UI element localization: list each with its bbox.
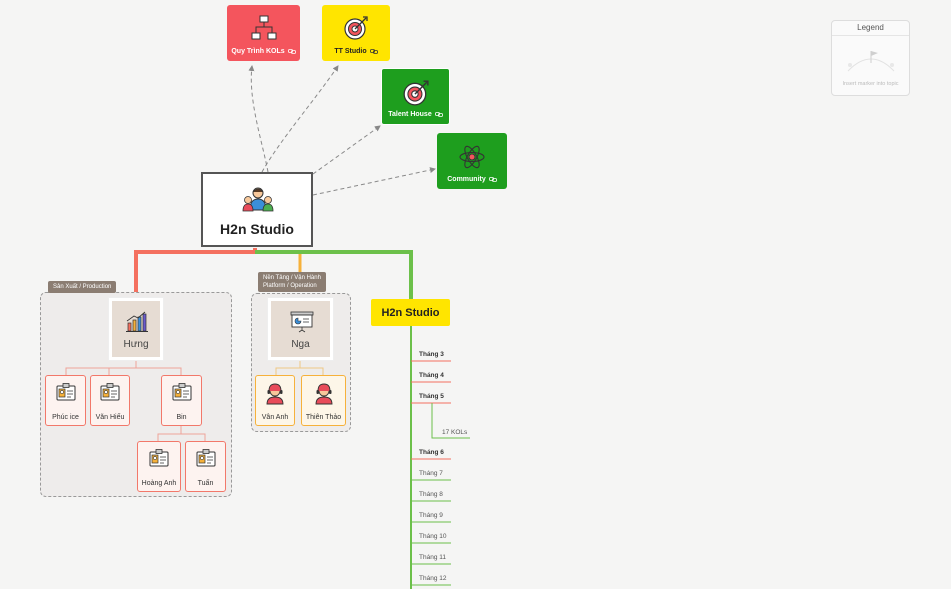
timeline-topic[interactable]: H2n Studio: [371, 299, 450, 326]
target-icon: [344, 16, 368, 40]
operation-lead-topic[interactable]: Nga: [268, 298, 333, 360]
member-label: Bin: [176, 414, 187, 421]
id-card-icon: [196, 449, 215, 467]
month-topic[interactable]: Tháng 4: [419, 372, 444, 379]
month-topic[interactable]: Tháng 12: [419, 575, 447, 582]
member-topic[interactable]: Vân Anh: [255, 375, 295, 426]
headset-person-icon: [266, 383, 284, 405]
link-icon[interactable]: [369, 49, 378, 54]
member-topic[interactable]: Bin: [161, 375, 202, 426]
legend-panel[interactable]: Legend Insert marker into topic: [831, 20, 910, 96]
production-group-label: Sản Xuất / Production: [48, 281, 117, 293]
member-topic[interactable]: Văn Hiếu: [90, 375, 130, 426]
floating-topic-quy-trinh-kols[interactable]: Quy Trình KOLs: [227, 5, 300, 61]
member-label: Hoàng Anh: [141, 480, 177, 487]
member-label: Tuấn: [197, 480, 214, 487]
root-topic[interactable]: H2n Studio: [201, 172, 313, 247]
month-topic[interactable]: Tháng 11: [419, 554, 446, 561]
month-topic[interactable]: Tháng 9: [419, 512, 443, 519]
floating-topic-label: TT Studio: [334, 48, 367, 55]
member-label: Thiên Thảo: [305, 414, 342, 421]
floating-topic-label: Talent House: [388, 111, 432, 118]
target-icon: [403, 80, 429, 106]
legend-hint: Insert marker into topic: [842, 81, 899, 87]
month-topic[interactable]: Tháng 6: [419, 449, 444, 456]
id-card-icon: [56, 383, 75, 401]
member-label: Vân Anh: [261, 414, 289, 421]
member-label: Phúc ice: [52, 414, 79, 421]
month-topic[interactable]: Tháng 5: [419, 393, 444, 400]
month-child-connector: [431, 403, 470, 439]
production-lead-topic[interactable]: Hưng: [109, 298, 163, 360]
month-topic[interactable]: Tháng 8: [419, 491, 443, 498]
floating-topic-community[interactable]: Community: [437, 133, 507, 189]
sub-member-topic[interactable]: Tuấn: [185, 441, 226, 492]
headset-person-icon: [315, 383, 332, 405]
member-label: Văn Hiếu: [95, 414, 125, 421]
lead-label: Nga: [291, 339, 310, 350]
floating-topic-tt-studio[interactable]: TT Studio: [322, 5, 390, 61]
link-icon[interactable]: [434, 112, 443, 117]
id-card-icon: [100, 383, 120, 401]
link-icon[interactable]: [287, 49, 296, 54]
floating-topic-label: Quy Trình KOLs: [231, 48, 285, 55]
root-title: H2n Studio: [220, 221, 294, 237]
id-card-icon: [172, 383, 191, 401]
floating-topic-talent-house[interactable]: Talent House: [381, 68, 450, 125]
flag-marker-icon: [847, 51, 895, 72]
link-icon[interactable]: [488, 177, 497, 182]
month-child-topic[interactable]: 17 KOLs: [442, 429, 468, 436]
atom-icon: [459, 145, 485, 169]
team-icon: [242, 187, 274, 212]
legend-title: Legend: [832, 21, 909, 36]
month-topic[interactable]: Tháng 7: [419, 470, 443, 477]
member-topic[interactable]: Thiên Thảo: [301, 375, 346, 426]
id-card-icon: [149, 449, 169, 467]
member-topic[interactable]: Phúc ice: [45, 375, 86, 426]
month-topic[interactable]: Tháng 10: [419, 533, 447, 540]
flowchart-icon: [251, 15, 276, 40]
sub-member-topic[interactable]: Hoàng Anh: [137, 441, 181, 492]
month-topic[interactable]: Tháng 3: [419, 351, 444, 358]
lead-label: Hưng: [123, 339, 149, 350]
presentation-icon: [290, 311, 314, 333]
bar-chart-icon: [126, 311, 148, 332]
floating-topic-label: Community: [447, 176, 486, 183]
operation-group-label: Nền Tảng / Vận Hành Platform / Operation: [258, 272, 326, 292]
